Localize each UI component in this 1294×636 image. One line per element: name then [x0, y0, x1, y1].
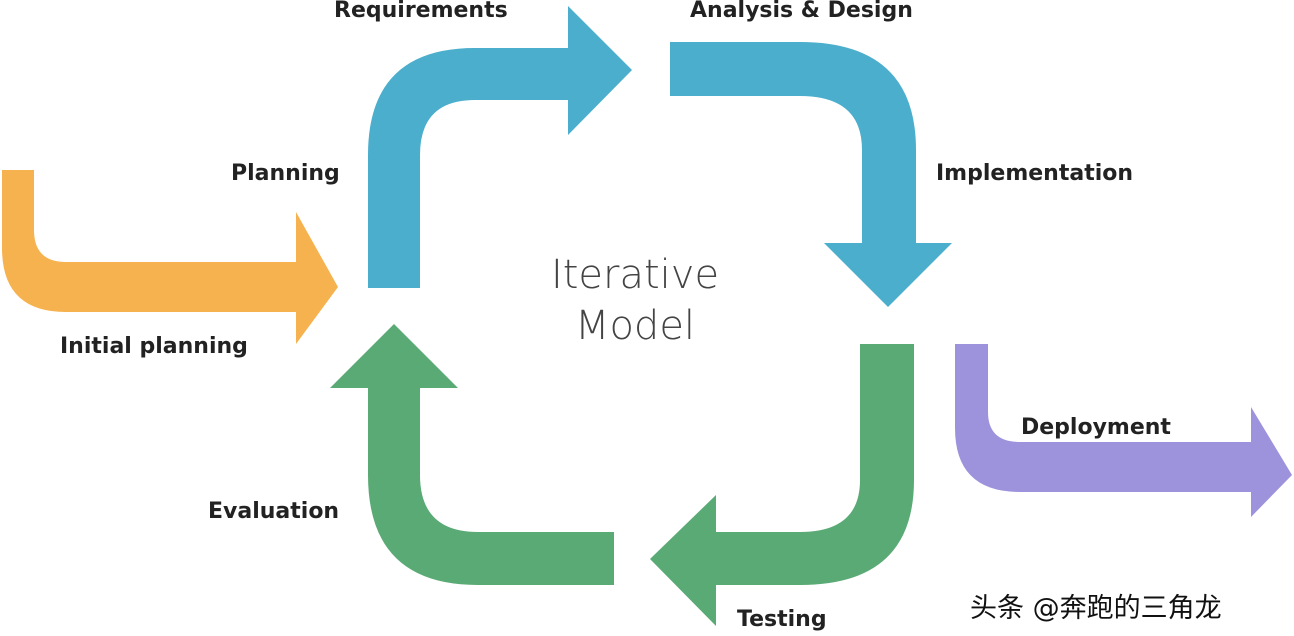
label-planning: Planning — [231, 161, 340, 186]
implementation-arrow — [670, 42, 952, 307]
deployment-arrow — [955, 344, 1292, 517]
initial-planning-arrow — [2, 170, 338, 344]
label-analysis-design: Analysis & Design — [690, 0, 913, 23]
label-testing: Testing — [737, 607, 827, 632]
testing-arrow — [650, 344, 914, 626]
label-evaluation: Evaluation — [208, 499, 340, 524]
center-title: Iterative Model — [520, 250, 750, 352]
label-initial-planning: Initial planning — [60, 334, 248, 359]
evaluation-arrow — [330, 324, 614, 585]
center-title-line1: Iterative — [550, 252, 720, 298]
watermark: 头条 @奔跑的三角龙 — [970, 593, 1222, 624]
center-title-line2: Model — [574, 303, 696, 350]
requirements-arrow — [368, 6, 632, 288]
label-deployment: Deployment — [1021, 415, 1171, 440]
label-implementation: Implementation — [936, 161, 1134, 186]
label-requirements: Requirements — [334, 0, 508, 23]
